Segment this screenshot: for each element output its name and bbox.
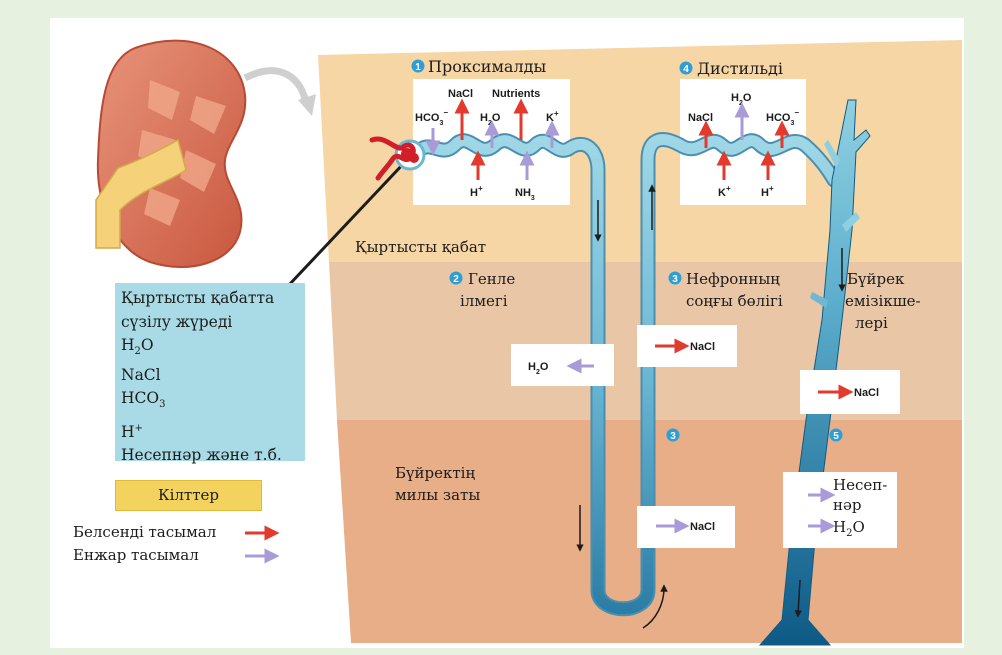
badge-distal-num: 4 — [683, 64, 689, 75]
collecting-label-line1: Бүйрек — [847, 270, 905, 288]
badge-nephron-end-num: 3 — [672, 274, 678, 285]
nephron-end-label-line2: соңғы бөлігі — [686, 292, 783, 310]
collecting-label-line2: емізікше- — [845, 292, 921, 310]
kidney-illustration — [96, 41, 245, 267]
badge-3-lower-num: 3 — [670, 431, 676, 442]
badge-5-num: 5 — [833, 431, 839, 442]
distal-title: Дистильді — [697, 59, 783, 78]
collecting-label-line3: лері — [855, 314, 888, 332]
filtrate-h2o: H2O — [121, 334, 299, 364]
ascending-nacl-lower-label: NaCl — [690, 521, 715, 533]
duct-nacl-box — [800, 370, 900, 414]
proximal-title: Проксималды — [428, 57, 546, 76]
duct-urea-label-line2: нәр — [833, 496, 861, 514]
cortex-label: Қыртысты қабат — [355, 238, 486, 256]
proximal-nutrients-label: Nutrients — [492, 88, 540, 100]
filtrate-urea: Несепнәр және т.б. — [121, 444, 299, 468]
filtrate-hco3: HCO3 — [121, 387, 299, 417]
medulla-label-line2: милы заты — [395, 486, 480, 504]
badge-henle-num: 2 — [453, 274, 459, 285]
filtrate-line-2: сүзілу жүреді — [121, 311, 299, 335]
proximal-nacl-label: NaCl — [448, 88, 473, 100]
distal-nacl-label: NaCl — [688, 112, 713, 124]
henle-h2o-box — [511, 344, 614, 386]
filtrate-box: Қыртысты қабатта сүзілу жүреді H2O NaCl … — [115, 283, 305, 461]
duct-nacl-label: NaCl — [854, 387, 879, 399]
ascending-nacl-upper-label: NaCl — [690, 341, 715, 353]
badge-proximal-num: 1 — [415, 62, 421, 73]
henle-label-line2: ілмегі — [460, 292, 508, 310]
henle-label-line1: Генле — [468, 270, 515, 288]
filtrate-line-1: Қыртысты қабатта — [121, 287, 299, 311]
key-passive-label: Енжар тасымал — [73, 546, 199, 564]
medulla-label-line1: Бүйректің — [395, 464, 475, 482]
ascending-nacl-upper-box — [637, 325, 737, 367]
filtrate-nacl: NaCl — [121, 364, 299, 388]
key-active-label: Белсенді тасымал — [73, 523, 216, 541]
duct-urea-label-line1: Несеп- — [833, 476, 887, 494]
ascending-nacl-lower-box — [637, 506, 735, 548]
filtrate-h: H+ — [121, 417, 299, 445]
keys-title: Кілттер — [115, 480, 262, 511]
nephron-end-label-line1: Нефронның — [686, 270, 780, 288]
